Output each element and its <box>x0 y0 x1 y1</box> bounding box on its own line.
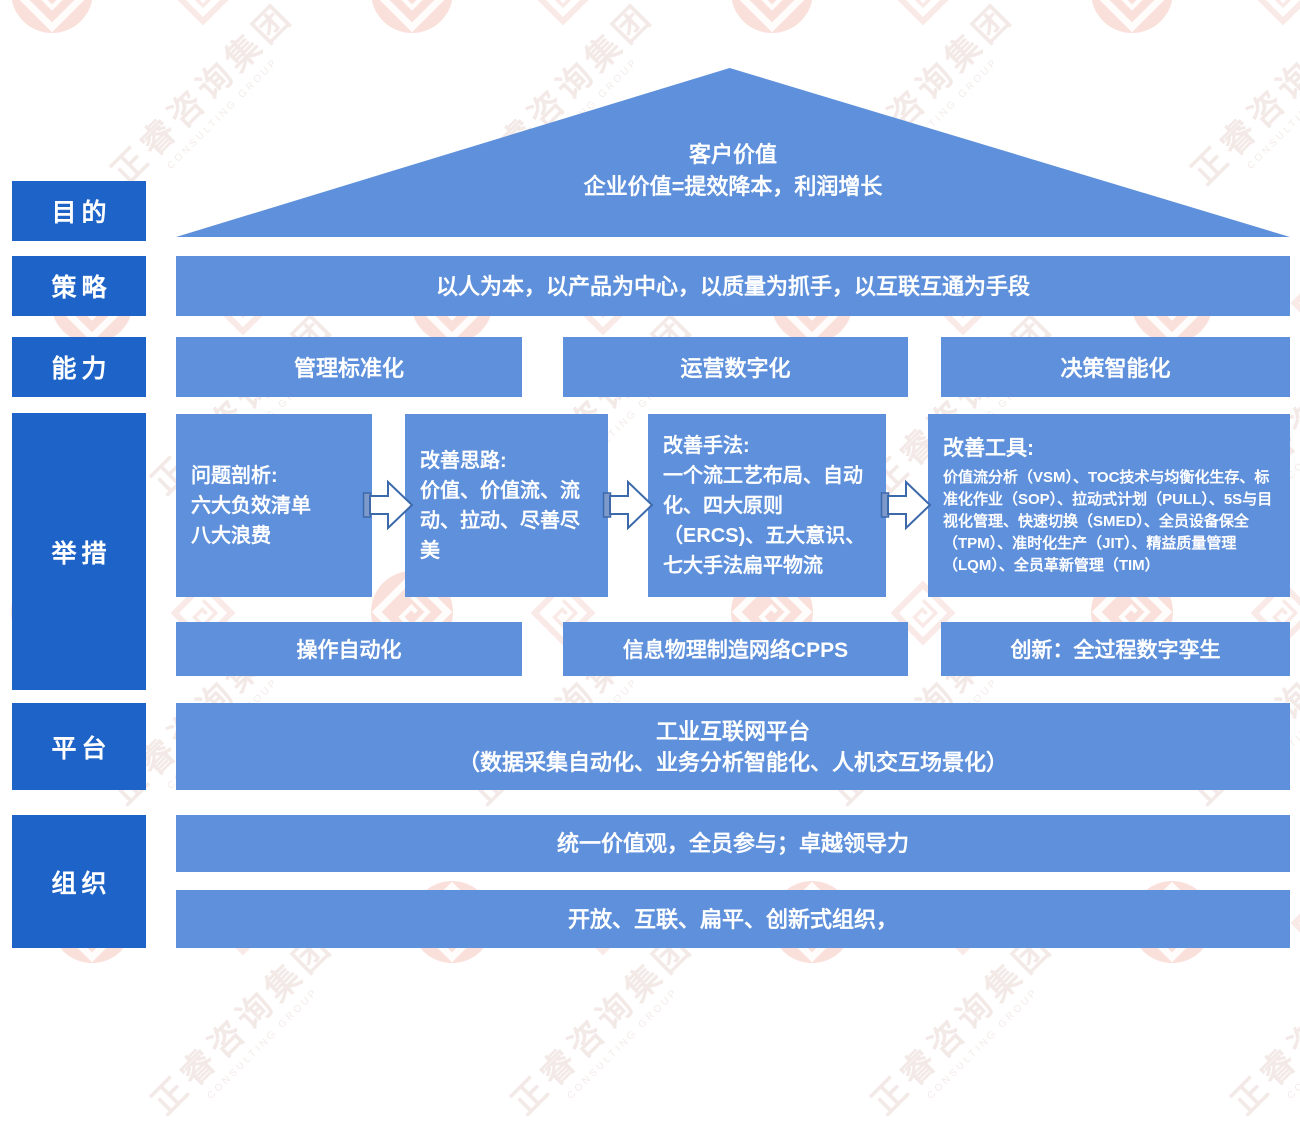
strategy-text: 以人为本，以产品为中心，以质量为抓手，以互联互通为手段 <box>435 273 1030 299</box>
measure-box-problem-analysis: 问题剖析: 六大负效清单 八大浪费 <box>176 414 372 597</box>
row-label-purpose: 目的 <box>12 181 146 241</box>
watermark-diamond-icon <box>1250 0 1300 31</box>
row-label-measures: 举措 <box>12 413 146 690</box>
measure-title: 问题剖析: <box>191 464 278 487</box>
lean-house-diagram: { "colors": { "label_blue": "#1E64C8", "… <box>10 0 1300 1123</box>
watermark-diamond-icon <box>1290 890 1300 961</box>
measure-title: 改善思路: <box>420 449 507 472</box>
roof-line-enterprise-value: 企业价值=提效降本，利润增长 <box>583 174 883 199</box>
measure-title: 改善手法: <box>663 434 750 457</box>
capability-box-intelligence: 决策智能化 <box>941 337 1290 397</box>
flow-arrow-icon <box>602 479 654 531</box>
row-label-platform: 平台 <box>12 703 146 790</box>
measure-body: 价值流分析（VSM）、TOC技术与均衡化生存、标准化作业（SOP）、拉动式计划（… <box>943 469 1273 574</box>
watermark-diamond-icon <box>890 0 956 31</box>
watermark-diamond-icon <box>1290 270 1300 341</box>
capability-box-standardization: 管理标准化 <box>176 337 522 397</box>
org-values-text: 统一价值观，全员参与；卓越领导力 <box>556 831 909 856</box>
strategy-bar: 以人为本，以产品为中心，以质量为抓手，以互联互通为手段 <box>176 256 1290 316</box>
watermark-logo-icon <box>370 0 454 39</box>
platform-bar: 工业互联网平台 （数据采集自动化、业务分析智能化、人机交互场景化） <box>176 703 1290 790</box>
flow-arrow-icon <box>880 479 932 531</box>
measure-box-digital-twin: 创新：全过程数字孪生 <box>941 622 1290 676</box>
measure-body: 一个流工艺布局、自动化、四大原则（ERCS)、五大意识、七大手法扁平物流 <box>663 464 866 577</box>
watermark-diamond-icon <box>170 0 236 31</box>
measure-box-improvement-ideas: 改善思路: 价值、价值流、流动、拉动、尽善尽美 <box>405 414 608 597</box>
measure-title: 改善工具: <box>943 437 1034 460</box>
measure-box-cpps-network: 信息物理制造网络CPPS <box>563 622 908 676</box>
org-structure-text: 开放、互联、扁平、创新式组织， <box>567 906 898 932</box>
capability-box-digitalization: 运营数字化 <box>563 337 908 397</box>
watermark-logo-icon <box>730 0 814 39</box>
watermark-logo-icon <box>10 0 94 39</box>
org-structure-bar: 开放、互联、扁平、创新式组织， <box>176 890 1290 948</box>
platform-subtitle: （数据采集自动化、业务分析智能化、人机交互场景化） <box>457 749 1008 775</box>
roof-line-customer-value: 客户价值 <box>688 142 777 167</box>
row-label-strategy: 策略 <box>12 256 146 316</box>
measure-body: 价值、价值流、流动、拉动、尽善尽美 <box>420 479 580 562</box>
watermark-logo-icon <box>1090 0 1174 39</box>
measure-box-operation-automation: 操作自动化 <box>176 622 522 676</box>
watermark-diamond-icon <box>530 0 596 31</box>
row-label-capability: 能力 <box>12 337 146 397</box>
measure-box-improvement-tools: 改善工具: 价值流分析（VSM）、TOC技术与均衡化生存、标准化作业（SOP）、… <box>928 414 1290 597</box>
row-label-organization: 组织 <box>12 815 146 948</box>
platform-title: 工业互联网平台 <box>655 718 810 744</box>
measure-body: 六大负效清单 八大浪费 <box>191 494 311 547</box>
roof-triangle: 客户价值 企业价值=提效降本，利润增长 <box>176 68 1290 237</box>
org-values-bar: 统一价值观，全员参与；卓越领导力 <box>176 815 1290 872</box>
measure-box-improvement-methods: 改善手法: 一个流工艺布局、自动化、四大原则（ERCS)、五大意识、七大手法扁平… <box>648 414 886 597</box>
flow-arrow-icon <box>362 479 414 531</box>
